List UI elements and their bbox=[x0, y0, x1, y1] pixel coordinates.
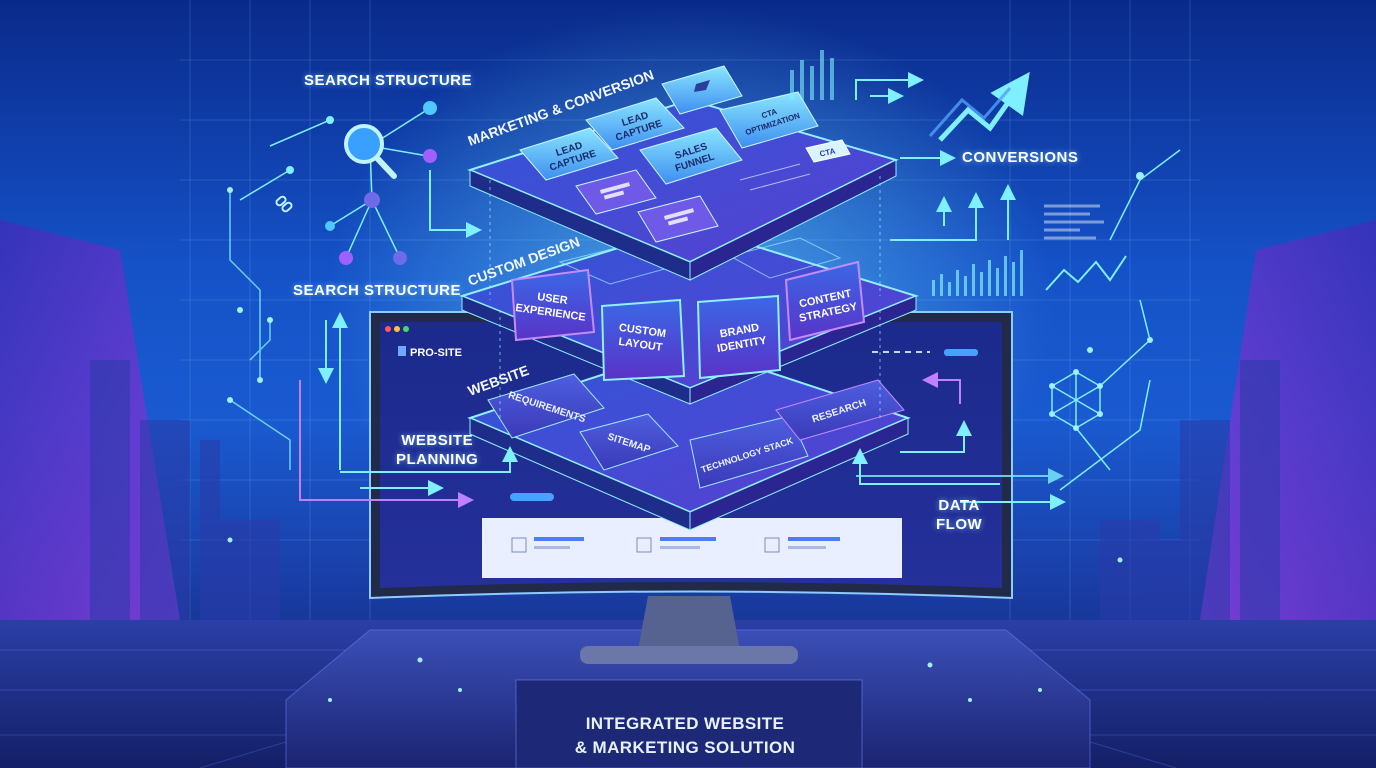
label-conversions: CONVERSIONS bbox=[962, 149, 1079, 166]
monitor-stand-base bbox=[580, 646, 798, 664]
pedestal-front bbox=[515, 679, 863, 768]
label-data-flow-line1: DATA bbox=[938, 497, 980, 514]
network-nodes bbox=[286, 101, 437, 265]
planning-arrow-purple bbox=[299, 380, 474, 508]
label-website-planning-line2: PLANNING bbox=[396, 451, 479, 468]
label-search-structure-top: SEARCH STRUCTURE bbox=[304, 72, 473, 89]
bar-chart-top bbox=[790, 50, 834, 100]
svg-text:CTA: CTA bbox=[819, 146, 837, 158]
design-block-brand-identity: BRANDIDENTITY bbox=[696, 294, 782, 380]
window-close-dot bbox=[385, 326, 391, 332]
design-block-user-experience: USEREXPERIENCE bbox=[510, 268, 596, 342]
marketing-tile-sales-funnel: SALESFUNNEL bbox=[639, 127, 743, 185]
funnel-chip-1 bbox=[575, 169, 657, 215]
website-loop-arrow-cyan bbox=[900, 420, 972, 453]
layer-custom-design: USEREXPERIENCE CUSTOMLAYOUT BRANDIDENTIT… bbox=[459, 219, 919, 405]
funnel-chip-2 bbox=[637, 195, 719, 243]
monitor-stand-neck bbox=[638, 596, 740, 650]
label-website-planning: WEBSITE PLANNING bbox=[396, 431, 478, 469]
website-tile-requirements: REQUIREMENTS bbox=[487, 373, 605, 439]
website-tile-research: RESEARCH bbox=[775, 379, 905, 441]
window-maximize-dot bbox=[403, 326, 409, 332]
data-lines bbox=[1044, 204, 1104, 240]
label-data-flow-line2: FLOW bbox=[936, 516, 983, 533]
layer-website: REQUIREMENTS SITEMAP TECHNOLOGY STACK RE… bbox=[466, 344, 911, 531]
content-card-rows bbox=[511, 537, 840, 553]
design-block-content-strategy: CONTENTSTRATEGY bbox=[784, 260, 866, 342]
design-block-custom-layout: CUSTOMLAYOUT bbox=[600, 298, 686, 382]
data-flow-arrow-in bbox=[852, 448, 1000, 485]
label-search-structure-mid: SEARCH STRUCTURE bbox=[293, 282, 462, 299]
city-left bbox=[90, 360, 280, 620]
planning-arrow-right bbox=[340, 446, 518, 473]
website-loop-arrow-purple bbox=[936, 379, 961, 404]
pedestal-caption-line1: INTEGRATED WEBSITE bbox=[585, 714, 785, 733]
mini-line-chart bbox=[1045, 255, 1127, 291]
screen-nav-pill bbox=[944, 349, 978, 356]
pro-site-logo-mark bbox=[398, 346, 406, 356]
bar-chart-right bbox=[932, 250, 1023, 296]
label-website-planning-line1: WEBSITE bbox=[401, 432, 474, 449]
sparkles bbox=[227, 537, 1123, 702]
city-right bbox=[1100, 360, 1280, 620]
marketing-tile-logo bbox=[661, 65, 743, 115]
search-magnifier-icon bbox=[344, 124, 397, 179]
screen-button-pill bbox=[510, 493, 554, 501]
pedestal-caption-line2: & MARKETING SOLUTION bbox=[574, 738, 796, 757]
window-minimize-dot bbox=[394, 326, 400, 332]
marketing-tile-cta-optimization: CTAOPTIMIZATION bbox=[719, 91, 819, 149]
link-icon bbox=[275, 195, 293, 213]
label-data-flow: DATA FLOW bbox=[936, 496, 982, 534]
brand-logo-icon bbox=[694, 80, 710, 92]
search-network bbox=[239, 107, 431, 259]
growth-trend-line bbox=[938, 71, 1030, 142]
design-to-growth-arrow bbox=[890, 192, 984, 241]
pro-site-brand: PRO-SITE bbox=[410, 347, 462, 359]
search-to-design-arrow bbox=[429, 170, 482, 238]
pedestal-caption: INTEGRATED WEBSITE & MARKETING SOLUTION bbox=[520, 712, 850, 760]
cta-chip: CTA bbox=[805, 139, 851, 163]
website-tile-sitemap: SITEMAP bbox=[579, 413, 679, 471]
grid-lines bbox=[180, 0, 1200, 620]
marketing-to-conversions-arrow bbox=[855, 72, 924, 100]
